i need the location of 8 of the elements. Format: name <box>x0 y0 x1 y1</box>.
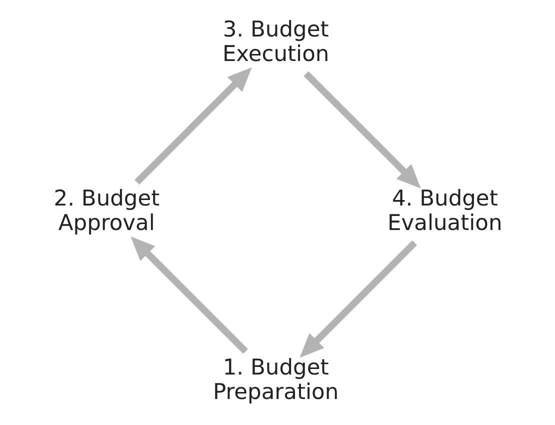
node-text: 1. Budget Preparation <box>212 356 339 406</box>
node-text: 2. Budget Approval <box>54 186 160 236</box>
arrow <box>300 240 418 358</box>
node-text: 4. Budget Evaluation <box>388 186 502 236</box>
arrow <box>134 67 252 185</box>
node-text: 3. Budget Execution <box>222 17 330 67</box>
arrow <box>304 71 421 189</box>
arrow <box>130 236 248 354</box>
